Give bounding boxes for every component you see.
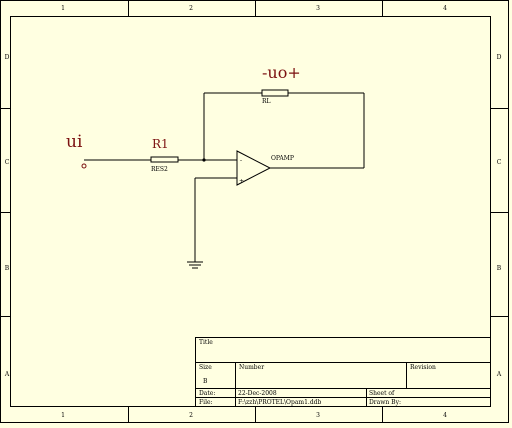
row-label-a-right: A bbox=[496, 371, 502, 378]
column-label-1-bottom: 1 bbox=[61, 412, 65, 419]
date-value: 22-Dec-2008 bbox=[238, 390, 277, 397]
title-block-frame bbox=[195, 337, 491, 407]
column-ticks bbox=[128, 1, 383, 422]
feedback-resistor-value: RL bbox=[262, 98, 271, 105]
date-label: Date: bbox=[199, 390, 215, 397]
title-label: Title bbox=[199, 339, 213, 346]
column-label-4: 4 bbox=[443, 5, 447, 12]
row-label-c: C bbox=[5, 159, 10, 166]
revision-label: Revision bbox=[410, 364, 436, 371]
row-label-b-right: B bbox=[497, 265, 502, 272]
column-label-2-bottom: 2 bbox=[189, 412, 193, 419]
feedback-resistor[interactable] bbox=[261, 89, 289, 97]
row-label-b: B bbox=[5, 265, 10, 272]
column-label-2: 2 bbox=[189, 5, 193, 12]
row-ticks bbox=[1, 108, 508, 317]
row-label-d-right: D bbox=[497, 54, 502, 61]
input-label: ui bbox=[66, 132, 83, 152]
output-label: -uo+ bbox=[262, 63, 301, 82]
file-label: File: bbox=[199, 399, 213, 406]
opamp-minus-sign: - bbox=[240, 157, 242, 164]
opamp-value: OPAMP bbox=[271, 155, 294, 162]
column-label-1: 1 bbox=[61, 5, 65, 12]
inner-border bbox=[10, 16, 491, 407]
column-label-4-bottom: 4 bbox=[443, 412, 447, 419]
row-label-a: A bbox=[4, 371, 10, 378]
r1-designator: R1 bbox=[152, 137, 169, 151]
input-terminal[interactable] bbox=[81, 163, 87, 169]
sheet-label: Sheet of bbox=[369, 390, 395, 397]
drawn-by-label: Drawn By: bbox=[369, 399, 401, 406]
row-label-c-right: C bbox=[497, 159, 502, 166]
opamp-symbol[interactable] bbox=[236, 150, 272, 186]
number-label: Number bbox=[239, 364, 264, 371]
size-value: B bbox=[203, 378, 208, 385]
row-label-d: D bbox=[5, 54, 10, 61]
file-value: F:\zzh\PROTEL\Opam1.ddb bbox=[238, 399, 321, 406]
r1-value: RES2 bbox=[151, 166, 168, 173]
column-label-3: 3 bbox=[316, 5, 320, 12]
column-label-3-bottom: 3 bbox=[316, 412, 320, 419]
size-label: Size bbox=[199, 364, 212, 371]
ground-symbol bbox=[187, 261, 203, 269]
opamp-plus-sign: + bbox=[239, 178, 244, 185]
r1-resistor[interactable] bbox=[150, 156, 179, 163]
